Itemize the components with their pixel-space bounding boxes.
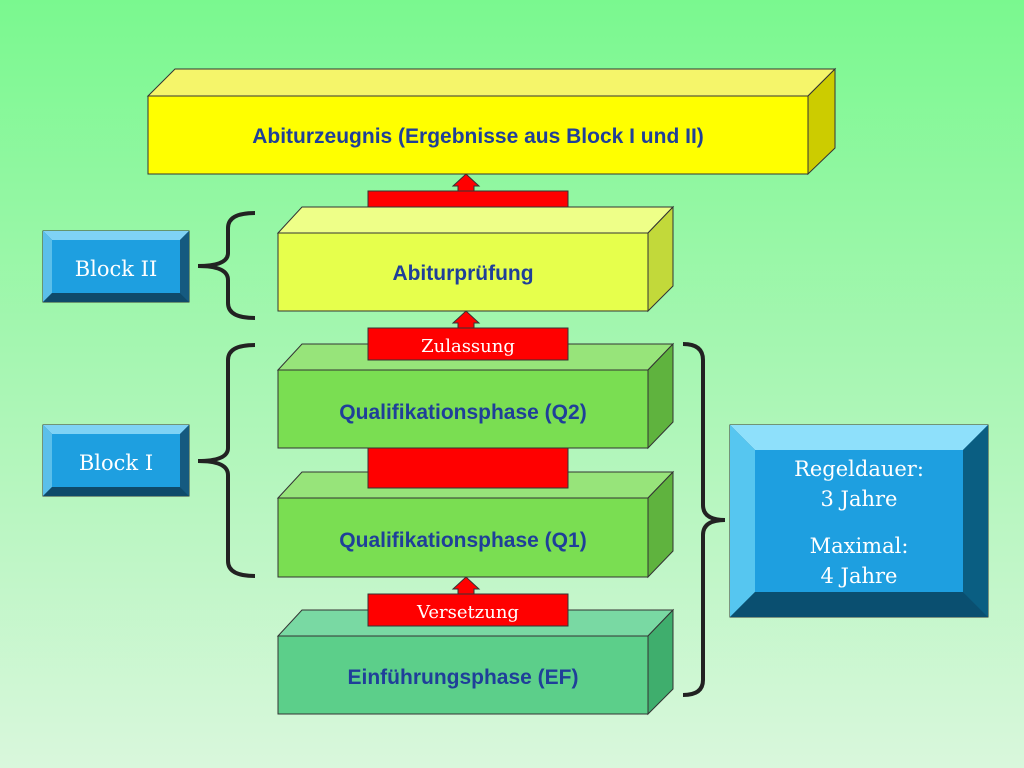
q2-box: Qualifikationsphase (Q2) <box>276 342 675 450</box>
block1-box: Block I <box>42 424 190 497</box>
block1-label: Block I <box>79 451 153 475</box>
q1-label: Qualifikationsphase (Q1) <box>339 529 586 552</box>
block2-label: Block II <box>75 257 158 281</box>
abiturpruefung-box: Abiturprüfung <box>276 205 675 313</box>
versetzung-label: Versetzung <box>416 602 519 623</box>
q2-label: Qualifikationsphase (Q2) <box>339 401 586 424</box>
abiturzeugnis-label: Abiturzeugnis (Ergebnisse aus Block I un… <box>252 125 704 148</box>
maximal-value: 4 Jahre <box>821 564 898 588</box>
maximal-label: Maximal: <box>810 534 909 558</box>
block2-box: Block II <box>42 230 190 303</box>
abiturzeugnis-box: Abiturzeugnis (Ergebnisse aus Block I un… <box>146 67 837 176</box>
connector-zulassung: Zulassung <box>367 310 569 361</box>
duration-bracket <box>682 342 726 697</box>
connector-versetzung: Versetzung <box>367 576 569 627</box>
block2-bracket <box>197 211 256 320</box>
zulassung-label: Zulassung <box>421 336 515 357</box>
ef-label: Einführungsphase (EF) <box>348 666 579 689</box>
block1-bracket <box>197 343 256 578</box>
regeldauer-label: Regeldauer: <box>794 457 924 481</box>
duration-box: Regeldauer: 3 Jahre Maximal: 4 Jahre <box>729 424 989 618</box>
regeldauer-value: 3 Jahre <box>821 487 898 511</box>
connector-q1-q2 <box>367 447 569 489</box>
abiturpruefung-label: Abiturprüfung <box>392 262 533 285</box>
